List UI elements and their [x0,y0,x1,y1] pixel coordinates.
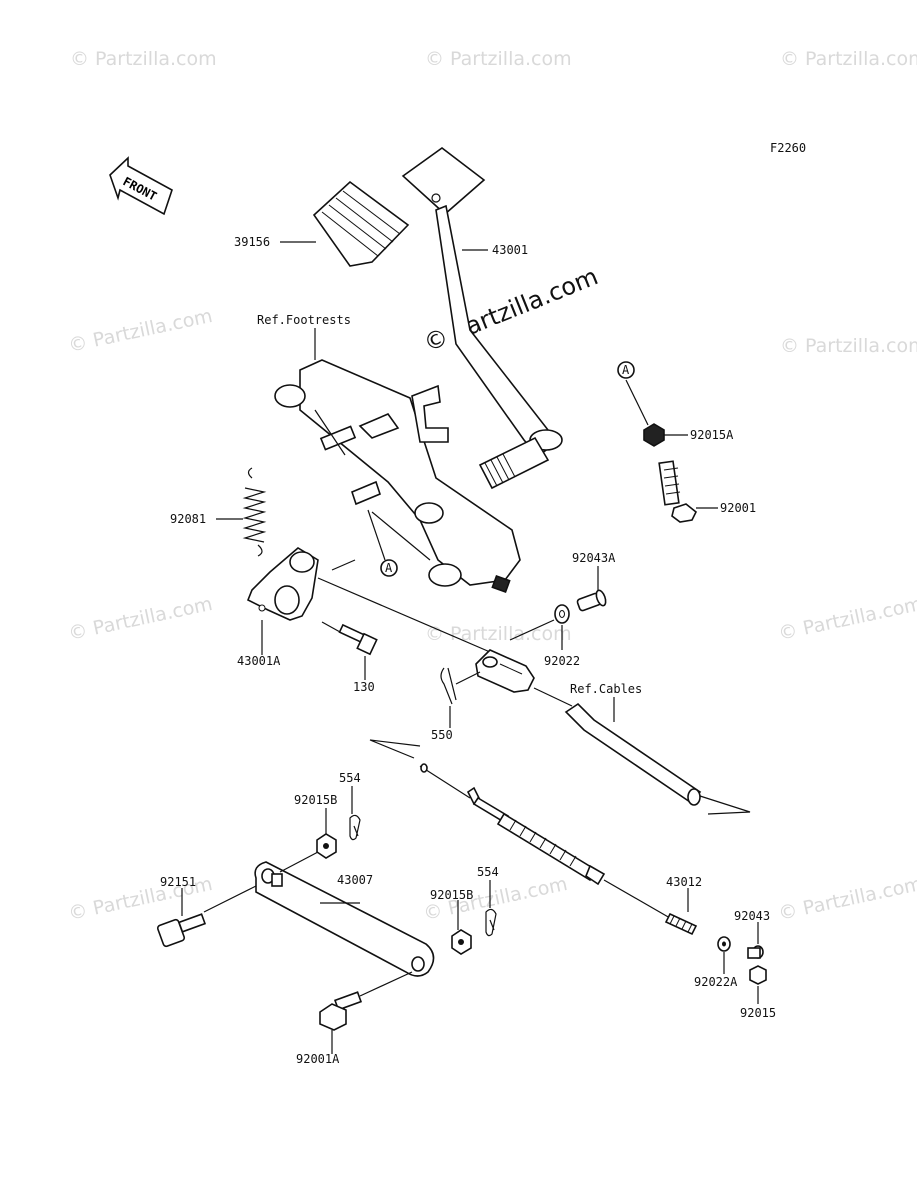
pivot-pin [319,413,400,506]
watermark: © Partzilla.com [780,335,917,357]
diagram-code: F2260 [770,141,806,155]
part-39156-label: 39156 [234,235,270,249]
callout-a-text: A [622,363,630,377]
bolt-92001 [658,460,698,523]
break-arrow-icon [369,739,421,759]
cable-housing [564,702,702,806]
watermark: © Partzilla.com [776,593,917,645]
guide-line [603,879,671,919]
guide-line [371,511,431,561]
guide-line [314,409,346,456]
return-spring [242,467,267,557]
cable-end [533,687,573,707]
part-92015-label: 92015 [740,1006,776,1020]
watermark: © Partzilla.com [776,873,917,925]
part-554-right-label: 554 [477,865,499,879]
guide-line [331,559,356,571]
clip-554 [349,814,361,841]
part-554-left-label: 554 [339,771,361,785]
pin-92043a [576,589,607,612]
guide-line [279,851,319,873]
pin-92043 [747,945,764,959]
brake-pedal-arm [401,147,563,490]
part-92015b-right-label: 92015B [430,888,473,902]
part-92022a-label: 92022A [694,975,738,989]
part-92151-label: 92151 [160,875,196,889]
watermark: © Partzilla.com [425,48,572,70]
part-92015a-label: 92015A [690,428,734,442]
callout-a-text: A [385,561,393,575]
footrest-bracket [274,359,521,594]
guide-line [455,671,481,685]
guide-line [203,885,257,913]
nut-92015a [643,423,665,447]
guide-line [625,379,649,426]
callout-a-marker [617,361,635,379]
guide-line [367,509,386,561]
part-92043a-label: 92043A [572,551,616,565]
watermark: © Partzilla.com [70,48,217,70]
part-43001a-label: 43001A [237,654,281,668]
front-arrow-icon: FRONT [109,156,173,216]
bolt-92001a [319,991,363,1031]
cable-clevis [475,649,535,693]
guide-line [509,619,555,641]
part-92043-label: 92043 [734,909,770,923]
bolt-92151 [156,913,207,948]
cotter-pin-550 [440,667,457,705]
callout-a-marker [380,559,398,577]
part-550-label: 550 [431,728,453,742]
part-130-label: 130 [353,680,375,694]
guide-line [321,621,341,633]
clip-554 [485,908,497,937]
part-92001-label: 92001 [720,501,756,515]
brake-link-rod [254,861,435,977]
part-43001-label: 43001 [492,243,528,257]
inner-cable-rod [419,763,606,886]
watermark: © Partzilla.com [66,593,214,645]
watermark: © Partzilla.com [780,48,917,70]
ref-footrests-label: Ref.Footrests [257,313,351,327]
watermark: © Partzilla.com [66,305,214,357]
brake-lever [246,547,319,621]
guide-line [359,971,413,997]
ref-cables-label: Ref.Cables [570,682,642,696]
part-92001a-label: 92001A [296,1052,340,1066]
part-92022-label: 92022 [544,654,580,668]
nut-92015 [749,965,767,985]
bolt-130 [338,623,378,656]
guide-line [317,577,491,653]
threaded-rod-end [664,912,698,936]
part-92081-label: 92081 [170,512,206,526]
part-43007-label: 43007 [337,873,373,887]
pedal-pad-rubber [312,180,410,267]
break-arrow-icon [699,795,751,815]
part-43012-label: 43012 [666,875,702,889]
part-92015b-left-label: 92015B [294,793,337,807]
